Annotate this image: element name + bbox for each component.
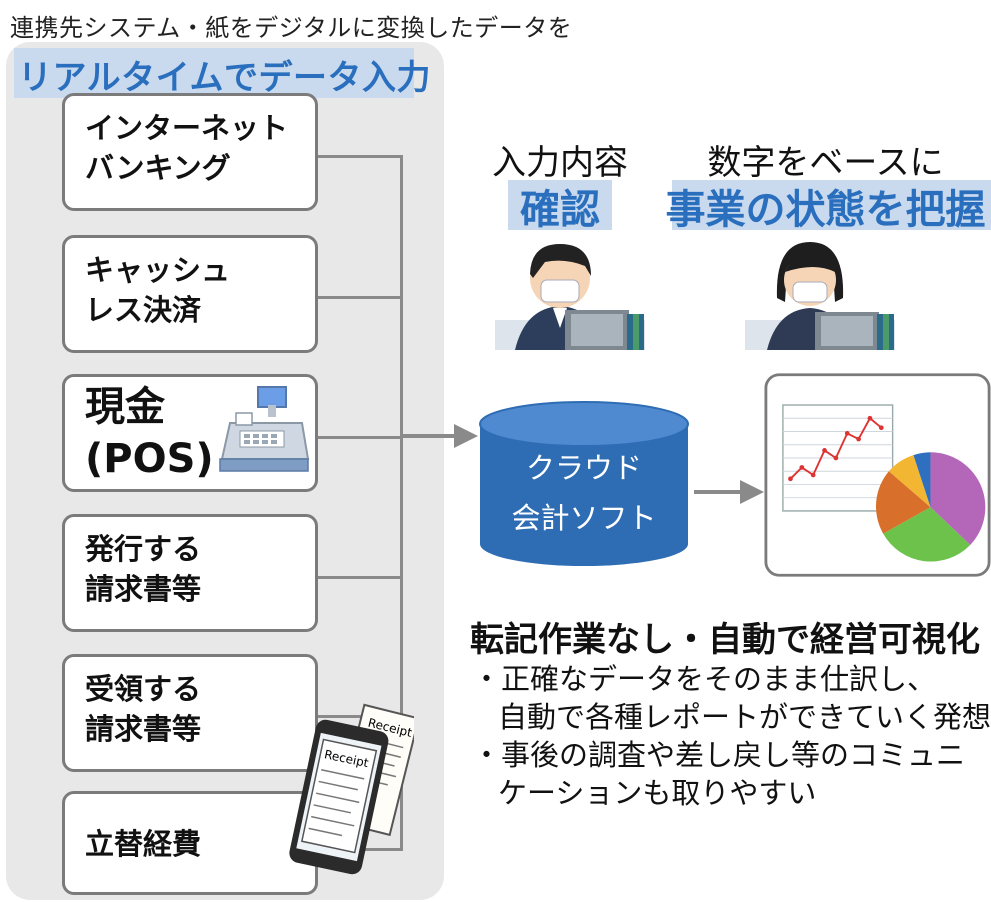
source-line: 受領する: [85, 672, 202, 706]
report-charts-icon: [764, 373, 991, 577]
source-received-invoices: 受領する 請求書等: [62, 654, 318, 772]
connector-trunk: [400, 155, 403, 851]
source-line: 現金: [85, 384, 165, 430]
cloud-accounting-database-icon: [479, 401, 689, 566]
viewer-line2: 事業の状態を把握: [665, 187, 986, 233]
smartphone-receipt-icon: Receipt Receipt: [289, 703, 414, 875]
summary-bullet: ・正確なデータをそのまま仕訳し、: [472, 662, 937, 696]
man-at-computer-icon: [495, 244, 645, 350]
viewer-heading: 数字をベースに 事業の状態を把握: [660, 135, 991, 236]
connector-line: [318, 436, 402, 439]
source-line: バンキング: [85, 151, 231, 185]
source-cashless-payment: キャッシュ レス決済: [62, 235, 318, 353]
headline: リアルタイムでデータ入力: [18, 58, 431, 98]
connector-line: [318, 296, 402, 299]
source-expense-reimbursement: 立替経費: [62, 791, 318, 895]
viewer-line1: 数字をベースに: [707, 143, 944, 183]
source-line: (POS): [85, 436, 214, 482]
source-internet-banking: インターネット バンキング: [62, 93, 318, 211]
connector-line: [318, 155, 402, 158]
checker-line2: 確認: [520, 187, 600, 233]
subtitle: 連携先システム・紙をデジタルに変換したデータを: [10, 14, 573, 42]
source-line: 発行する: [85, 532, 202, 566]
headline-highlight: [14, 48, 414, 98]
summary-title: 転記作業なし・自動で経営可視化: [470, 620, 980, 660]
checker-heading: 入力内容 確認: [480, 135, 640, 236]
woman-at-computer-icon: [745, 242, 895, 350]
summary-bullet: 自動で各種レポートができていく発想: [498, 700, 991, 734]
checker-line1: 入力内容: [492, 143, 628, 183]
database-label-line2: 会計ソフト: [511, 501, 657, 535]
summary-bullet: ・事後の調査や差し戻し等のコミュニ: [472, 738, 966, 772]
connector-line: [318, 715, 402, 718]
source-line: 請求書等: [85, 712, 202, 746]
cash-register-icon: [219, 386, 310, 472]
source-line: キャッシュ: [85, 253, 231, 287]
arrow-to-report: [694, 480, 764, 504]
connector-line: [318, 576, 402, 579]
summary-bullet: ケーションも取りやすい: [498, 776, 817, 810]
source-line: インターネット: [85, 111, 289, 145]
source-issued-invoices: 発行する 請求書等: [62, 514, 318, 632]
source-line: 立替経費: [85, 827, 202, 861]
source-line: レス決済: [85, 293, 202, 327]
arrow-to-database: [400, 424, 478, 448]
source-line: 請求書等: [85, 572, 202, 606]
database-label-line1: クラウド: [525, 451, 642, 485]
